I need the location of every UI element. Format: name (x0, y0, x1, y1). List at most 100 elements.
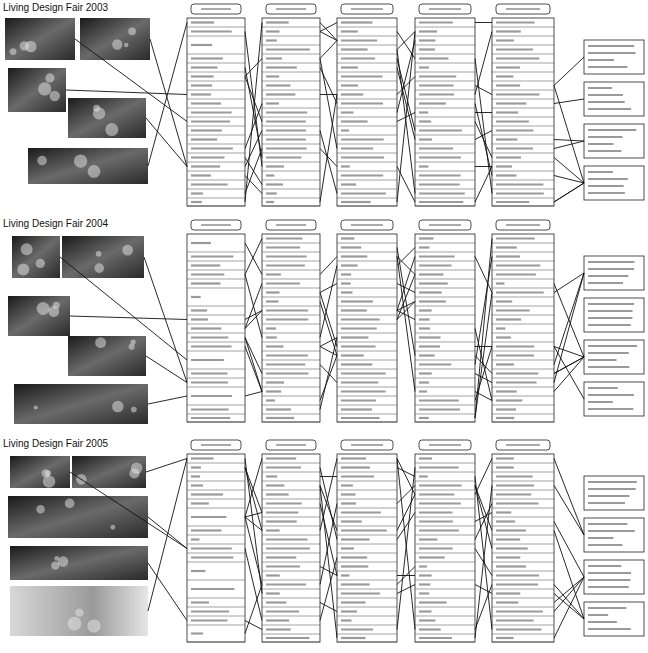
row-rule (262, 499, 320, 500)
link-line (397, 248, 415, 356)
link-line (554, 284, 584, 358)
link-line (320, 302, 337, 356)
row-rule (337, 243, 397, 244)
row-ink (419, 417, 429, 419)
row-ink (341, 637, 366, 639)
summary-ink (588, 530, 635, 532)
link-line (245, 517, 262, 585)
link-line (148, 396, 187, 404)
row-ink (266, 637, 309, 639)
row-rule (337, 342, 397, 343)
row-rule (187, 162, 245, 163)
row-ink (266, 372, 308, 374)
row-rule (415, 27, 475, 28)
link-line (245, 284, 262, 329)
column-body (492, 18, 554, 206)
row-ink (191, 556, 233, 558)
summary-ink (588, 359, 617, 361)
row-rule (337, 526, 397, 527)
link-line (397, 50, 415, 194)
photo-highlight (128, 27, 136, 35)
link-line (475, 585, 492, 630)
row-ink (496, 381, 537, 383)
row-ink (341, 156, 384, 158)
link-line (245, 338, 262, 392)
row-rule (492, 333, 554, 334)
summary-ink (588, 579, 630, 581)
row-ink (496, 66, 520, 68)
row-ink (191, 111, 232, 113)
row-rule (187, 27, 245, 28)
row-rule (492, 553, 554, 554)
row-rule (262, 153, 320, 154)
row-ink (496, 565, 526, 567)
row-rule (262, 526, 320, 527)
row-ink (266, 529, 280, 531)
row-rule (262, 270, 320, 271)
summary-box (584, 256, 644, 290)
row-ink (419, 354, 435, 356)
row-ink (191, 538, 200, 540)
row-ink (266, 264, 305, 266)
row-ink (191, 395, 232, 397)
row-ink (419, 502, 461, 504)
row-rule (492, 279, 554, 280)
row-ink (419, 264, 452, 266)
photo-highlight (74, 154, 87, 167)
row-ink (419, 192, 465, 194)
row-ink (266, 399, 275, 401)
row-rule (337, 153, 397, 154)
row-ink (496, 273, 536, 275)
link-line (554, 585, 584, 620)
row-rule (415, 535, 475, 536)
header-ink (276, 224, 306, 226)
row-rule (187, 198, 245, 199)
row-ink (341, 183, 356, 185)
photo-highlight (37, 302, 50, 315)
row-rule (492, 261, 554, 262)
photo-highlight (131, 407, 137, 413)
row-ink (419, 619, 435, 621)
row-ink (496, 583, 538, 585)
row-rule (187, 625, 245, 626)
panel-title: Living Design Fair 2005 (2, 438, 109, 450)
row-rule (262, 36, 320, 37)
row-rule (492, 315, 554, 316)
row-ink (341, 399, 376, 401)
row-ink (266, 354, 308, 356)
row-rule (415, 490, 475, 491)
row-rule (415, 517, 475, 518)
row-rule (415, 279, 475, 280)
row-rule (262, 306, 320, 307)
row-rule (337, 422, 397, 423)
row-rule (415, 171, 475, 172)
row-rule (337, 616, 397, 617)
link-line (397, 32, 415, 203)
row-rule (262, 634, 320, 635)
row-ink (496, 592, 520, 594)
row-ink (341, 273, 351, 275)
exhibit-photo (8, 296, 70, 336)
row-rule (187, 490, 245, 491)
exhibit-photo (62, 236, 144, 278)
row-ink (266, 363, 305, 365)
row-rule (415, 360, 475, 361)
row-ink (266, 102, 279, 104)
row-ink (419, 466, 459, 468)
column-body (262, 234, 320, 422)
row-rule (492, 571, 554, 572)
row-rule (187, 153, 245, 154)
row-ink (419, 547, 453, 549)
row-ink (266, 556, 296, 558)
row-ink (341, 21, 372, 23)
fair-panel (5, 4, 644, 206)
row-rule (262, 625, 320, 626)
row-ink (191, 619, 227, 621)
row-rule (262, 72, 320, 73)
row-rule (187, 463, 245, 464)
row-rule (492, 360, 554, 361)
column-header (266, 440, 316, 450)
row-rule (337, 144, 397, 145)
row-ink (341, 93, 363, 95)
link-line (320, 94, 337, 95)
